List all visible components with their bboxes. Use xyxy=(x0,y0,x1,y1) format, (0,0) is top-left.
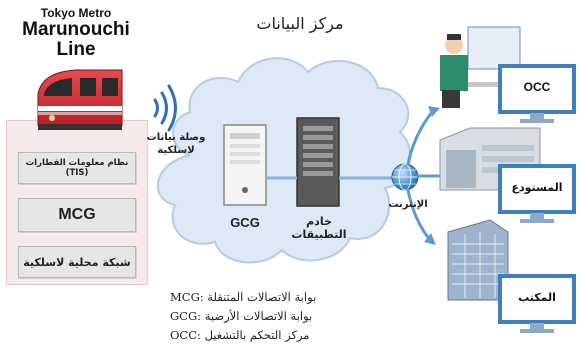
monitor-occ-icon xyxy=(498,64,576,123)
wireless-link-label: وصلة بيانات لاسلكية xyxy=(146,132,206,156)
office-tower-illustration xyxy=(447,219,509,301)
monitor-depot-icon xyxy=(498,164,576,223)
internet-label: الإنترنت xyxy=(388,199,428,210)
app-server-label: خادم التطبيقات xyxy=(291,215,347,241)
gcg-server-icon xyxy=(223,124,267,206)
line-name-1: Marunouchi xyxy=(22,19,130,40)
operator-name: Tokyo Metro xyxy=(40,6,112,20)
datacenter-title: مركز البيانات xyxy=(256,14,344,33)
wireless-signal-icon xyxy=(153,84,177,132)
legend: MCG: بوابة الاتصالات المتنقلة GCG: بوابة… xyxy=(170,288,410,345)
tis-block: نظام معلومات القطارات (TIS) xyxy=(18,152,136,184)
office-screen-label: المكتب xyxy=(518,291,556,304)
line-title-block: Tokyo Metro Marunouchi Line xyxy=(2,6,150,60)
line-name-2: Line xyxy=(56,39,96,60)
tis-label: نظام معلومات القطارات (TIS) xyxy=(25,158,129,178)
operator-desk-illustration xyxy=(440,26,565,108)
legend-item-occ: OCC: مركز التحكم بالتشغيل xyxy=(170,328,310,342)
gcg-label: GCG xyxy=(230,215,260,230)
occ-screen-label: OCC xyxy=(523,80,551,94)
depot-screen-label: المستودع xyxy=(511,181,563,194)
wlan-block: شبكة محلية لاسلكية xyxy=(18,246,136,278)
monitor-office-icon xyxy=(498,274,576,333)
wlan-label: شبكة محلية لاسلكية xyxy=(23,255,131,269)
internet-arrows xyxy=(406,110,442,242)
internet-globe-icon xyxy=(391,163,419,191)
legend-item-gcg: GCG: بوابة الاتصالات الأرضية xyxy=(170,309,313,323)
mcg-label: MCG xyxy=(58,206,96,223)
app-server-icon xyxy=(296,117,340,207)
mcg-block: MCG xyxy=(18,198,136,232)
legend-item-mcg: MCG: بوابة الاتصالات المتنقلة xyxy=(170,290,317,304)
train-icon xyxy=(37,69,123,130)
